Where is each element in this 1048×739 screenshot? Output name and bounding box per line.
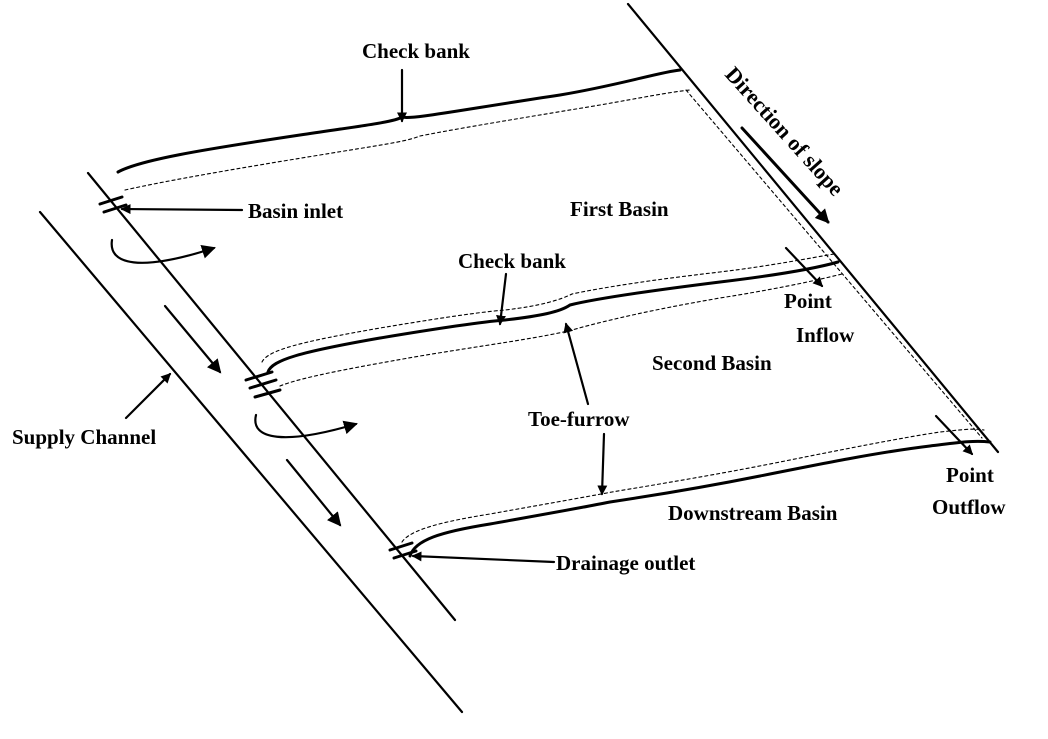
- check-bank-mid-pointer: [496, 272, 508, 326]
- slope-direction-arrow: [740, 126, 830, 224]
- point-inflow-label-line1: Point: [784, 289, 832, 313]
- drainage-outlet-pointer: [411, 551, 556, 564]
- supply-channel-label: Supply Channel: [12, 425, 156, 449]
- middle-check-bank: [266, 260, 840, 374]
- second-basin-inlet-gate: [244, 370, 282, 399]
- check-bank-top-label: Check bank: [362, 39, 470, 63]
- point-outflow-label-line2: Outflow: [932, 495, 1006, 519]
- channel-flow-arrow-1: [163, 304, 222, 374]
- supply-channel-pointer: [124, 372, 172, 420]
- middle-check-bank-upper-edge: [261, 253, 835, 363]
- second-basin-label: Second Basin: [652, 351, 772, 375]
- supply-channel-inner-bank: [86, 171, 457, 622]
- second-basin-inflow-arrow: [254, 413, 358, 439]
- downstream-toe-furrow-edge: [401, 428, 985, 543]
- check-bank-mid-label: Check bank: [458, 249, 566, 273]
- point-outflow-label-line1: Point: [946, 463, 994, 487]
- first-basin-inflow-arrow: [110, 238, 216, 264]
- toe-furrow-label: Toe-furrow: [528, 407, 630, 431]
- downstream-basin-label: Downstream Basin: [668, 501, 838, 525]
- supply-channel-outer-bank: [38, 210, 464, 714]
- direction-of-slope-label: Direction of slope: [720, 62, 849, 201]
- first-basin-label: First Basin: [570, 197, 669, 221]
- toe-furrow-pointer-up: [563, 322, 590, 406]
- basin-inlet-pointer: [120, 204, 244, 215]
- basin-inlet-label: Basin inlet: [248, 199, 343, 223]
- channel-flow-arrow-2: [285, 458, 342, 527]
- point-outflow-arrow: [934, 414, 974, 456]
- point-inflow-label-line2: Inflow: [796, 323, 855, 347]
- downstream-check-bank: [408, 439, 992, 558]
- toe-furrow-pointer-down: [597, 432, 608, 496]
- point-inflow-arrow: [784, 246, 824, 288]
- field-downstream-edge: [626, 2, 1000, 454]
- top-check-bank-dashed-edge: [124, 89, 691, 191]
- top-check-bank: [116, 68, 682, 174]
- drainage-outlet-label: Drainage outlet: [556, 551, 695, 575]
